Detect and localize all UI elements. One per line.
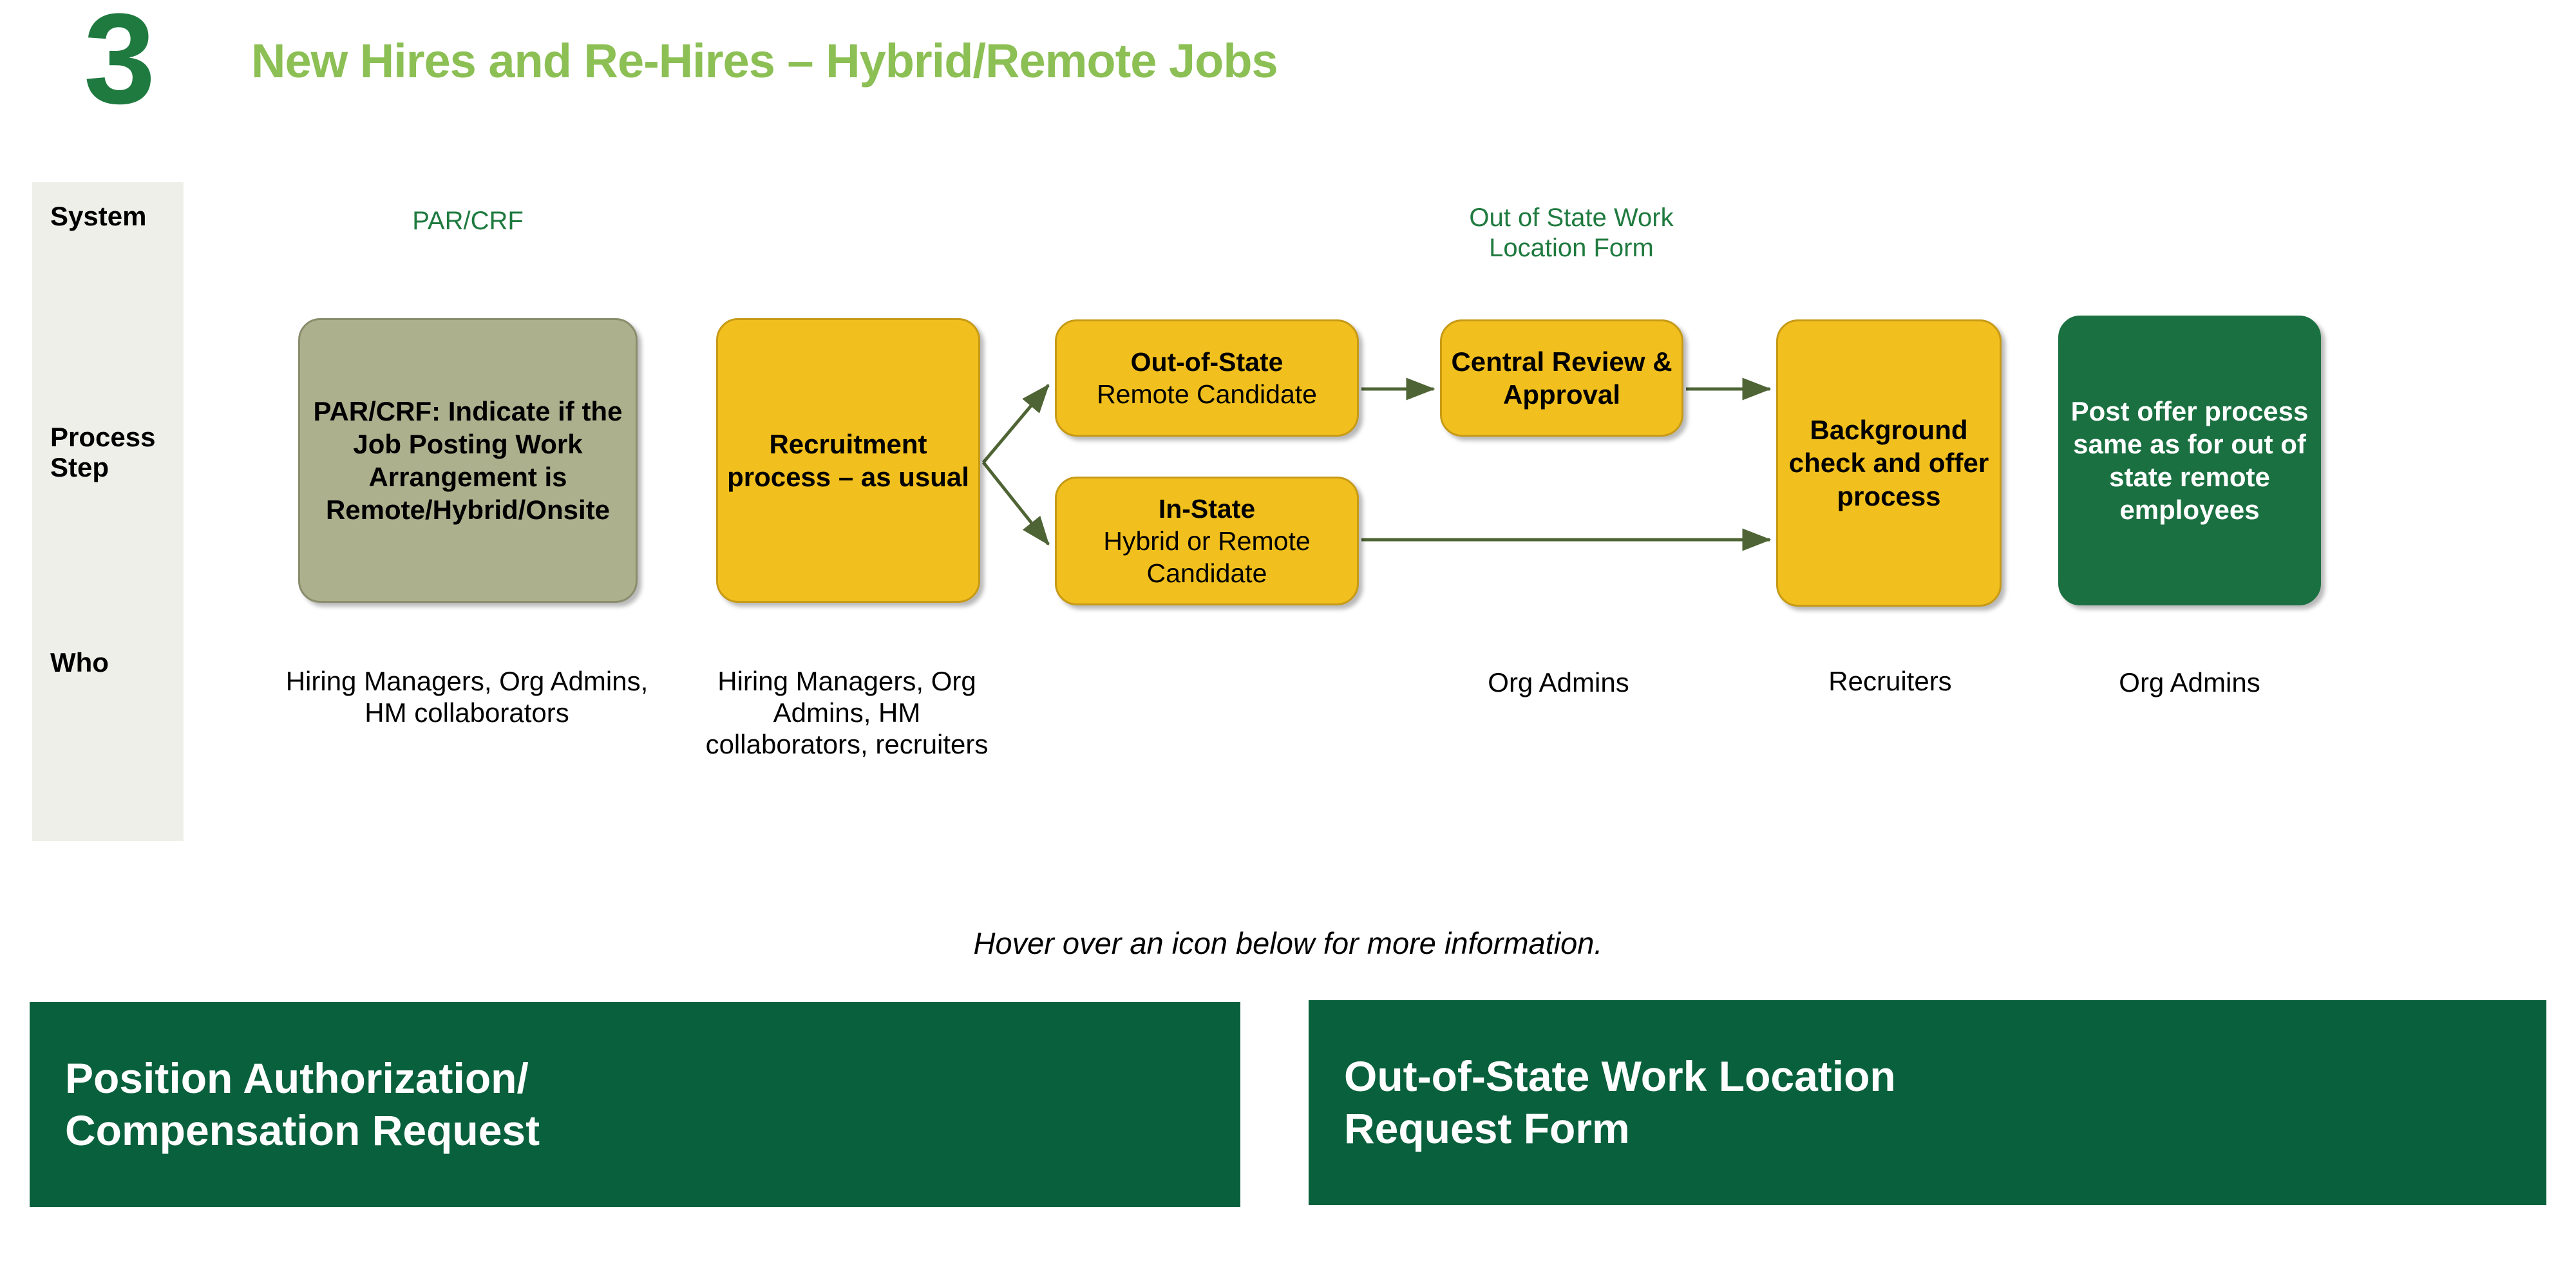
who-label-recruitment: Hiring Managers, Org Admins, HM collabor… [705,666,989,760]
process-box-central-review-text: Central Review & Approval [1451,346,1672,410]
process-box-in-state-heading: In-State [1158,493,1256,524]
process-box-post-offer[interactable]: Post offer process same as for out of st… [2058,316,2321,605]
swimlane-label-column [32,182,184,841]
arrow-recruitment-to-out-of-state [982,384,1050,464]
process-box-out-of-state[interactable]: Out-of-State Remote Candidate [1055,319,1359,437]
process-box-in-state-content: In-State Hybrid or Remote Candidate [1057,493,1357,589]
banner-par-line2: Compensation Request [65,1106,540,1154]
process-box-out-of-state-subtext: Remote Candidate [1097,379,1317,409]
process-box-parcrf[interactable]: PAR/CRF: Indicate if the Job Posting Wor… [298,318,638,603]
process-box-in-state-subtext: Hybrid or Remote Candidate [1103,526,1311,588]
step-number-badge: 3 [84,0,155,131]
system-caption-line2: Location Form [1489,233,1654,262]
arrow-recruitment-to-in-state [982,461,1050,545]
banner-par-line1: Position Authorization/ [65,1054,529,1103]
process-box-central-review[interactable]: Central Review & Approval [1440,319,1683,437]
who-label-central-review: Org Admins [1488,667,1629,697]
process-box-recruitment[interactable]: Recruitment process – as usual [716,318,980,603]
page-title: New Hires and Re-Hires – Hybrid/Remote J… [251,34,1278,88]
process-box-post-offer-text: Post offer process same as for out of st… [2070,395,2309,526]
system-caption-parcrf: PAR/CRF [412,207,524,235]
banner-oos-line1: Out-of-State Work Location [1344,1052,1896,1101]
process-box-recruitment-text: Recruitment process – as usual [727,428,969,492]
banner-par-text: Position Authorization/ Compensation Req… [65,1052,540,1156]
lane-label-process-line1: Process [50,422,156,452]
process-box-out-of-state-heading: Out-of-State [1130,346,1283,377]
who-label-background-check: Recruiters [1828,666,1952,696]
who-label-post-offer: Org Admins [2119,667,2260,697]
banner-out-of-state-work-location-request-form[interactable]: Out-of-State Work Location Request Form [1309,1000,2546,1205]
process-box-parcrf-text: PAR/CRF: Indicate if the Job Posting Wor… [313,395,623,526]
banner-oos-text: Out-of-State Work Location Request Form [1344,1050,1896,1154]
banner-oos-line2: Request Form [1344,1105,1630,1152]
system-caption-out-of-state-work-location-form: Out of State Work Location Form [1436,203,1707,263]
header: 3 New Hires and Re-Hires – Hybrid/Remote… [0,0,2576,161]
hover-hint-text: Hover over an icon below for more inform… [973,926,1603,960]
who-label-parcrf: Hiring Managers, Org Admins, HM collabor… [285,666,649,728]
system-caption-line1: Out of State Work [1469,204,1674,232]
process-box-background-check[interactable]: Background check and offer process [1776,319,2002,607]
banner-position-authorization-compensation-request[interactable]: Position Authorization/ Compensation Req… [30,1002,1240,1207]
lane-label-system: System [50,201,147,231]
lane-label-process-step: Process Step [50,422,185,483]
process-box-in-state[interactable]: In-State Hybrid or Remote Candidate [1055,477,1359,605]
lane-label-process-line2: Step [50,452,109,483]
process-box-background-check-text: Background check and offer process [1788,415,1989,511]
lane-label-who: Who [50,647,109,678]
process-box-out-of-state-content: Out-of-State Remote Candidate [1057,346,1357,410]
